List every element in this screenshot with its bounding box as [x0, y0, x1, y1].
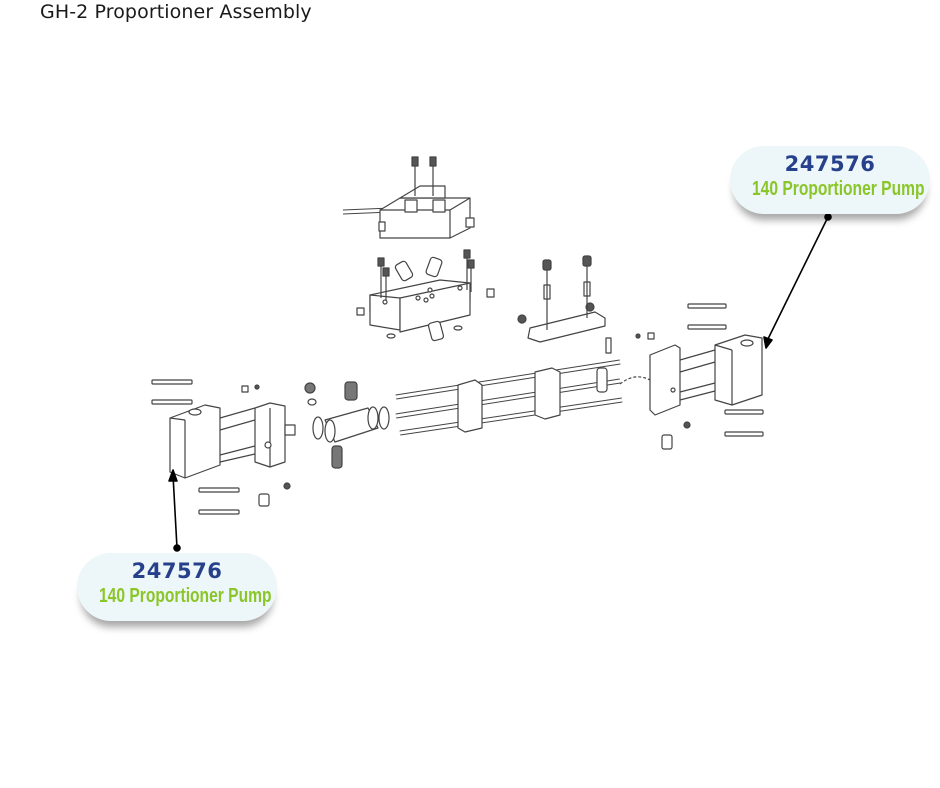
directional-valve [342, 156, 475, 239]
part-description: 140 Proportioner Pump [752, 178, 925, 200]
part-description: 140 Proportioner Pump [99, 585, 272, 607]
left-pump-drawing [151, 379, 296, 515]
callout-left-pump[interactable]: 247576 140 Proportioner Pump [77, 553, 277, 621]
page-title: GH-2 Proportioner Assembly [40, 1, 312, 23]
part-number: 247576 [784, 152, 876, 176]
leader-lines [168, 213, 832, 552]
valve-bracket [517, 255, 612, 354]
callout-right-pump[interactable]: 247576 140 Proportioner Pump [730, 146, 930, 214]
center-cylinder [304, 381, 390, 469]
manifold-block [356, 249, 495, 342]
part-number: 247576 [131, 559, 223, 583]
tie-rod-assembly [395, 359, 623, 436]
right-pump-drawing [619, 303, 764, 450]
